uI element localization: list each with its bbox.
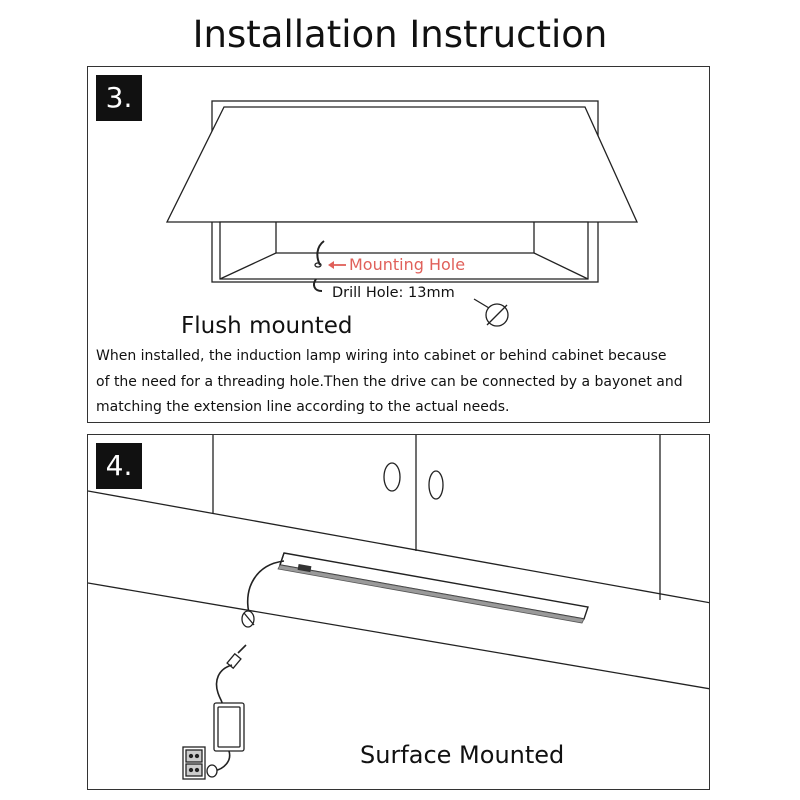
step-3-panel: 3. Mounting Hole (87, 66, 710, 423)
flush-mount-illustration (165, 100, 639, 327)
drill-hole-icon (485, 303, 509, 327)
step-4-panel: 4. (87, 434, 710, 790)
cabinet-top-board (165, 106, 639, 223)
driver-cable (215, 664, 233, 704)
page-title: Installation Instruction (192, 13, 608, 56)
left-arrow-icon (328, 261, 346, 269)
step-3-description: When installed, the induction lamp wirin… (96, 344, 706, 421)
step-4-number: 4. (96, 443, 142, 489)
door-knob (428, 470, 444, 500)
plug-icon (237, 644, 247, 654)
mounting-hole (314, 262, 322, 268)
surface-mount-illustration (88, 435, 709, 780)
sensor-icon (297, 564, 312, 573)
bar-cable (246, 560, 285, 616)
outlet-plug (206, 764, 218, 778)
drill-hole-label: Drill Hole: 13mm (332, 285, 455, 301)
wire-curve-bottom (313, 278, 323, 292)
description-line: When installed, the induction lamp wirin… (96, 348, 667, 364)
description-line: of the need for a threading hole.Then th… (96, 373, 683, 390)
cabinet-bottom-edge (88, 490, 709, 604)
light-bar (279, 552, 589, 620)
wall-shadow-line (88, 582, 709, 690)
step-3-number: 3. (96, 75, 142, 121)
flush-mounted-label: Flush mounted (181, 313, 353, 339)
surface-mounted-label: Surface Mounted (360, 741, 565, 769)
mounting-hole-label: Mounting Hole (349, 255, 466, 274)
description-line: matching the extension line according to… (96, 399, 510, 415)
door-knob (383, 462, 401, 492)
